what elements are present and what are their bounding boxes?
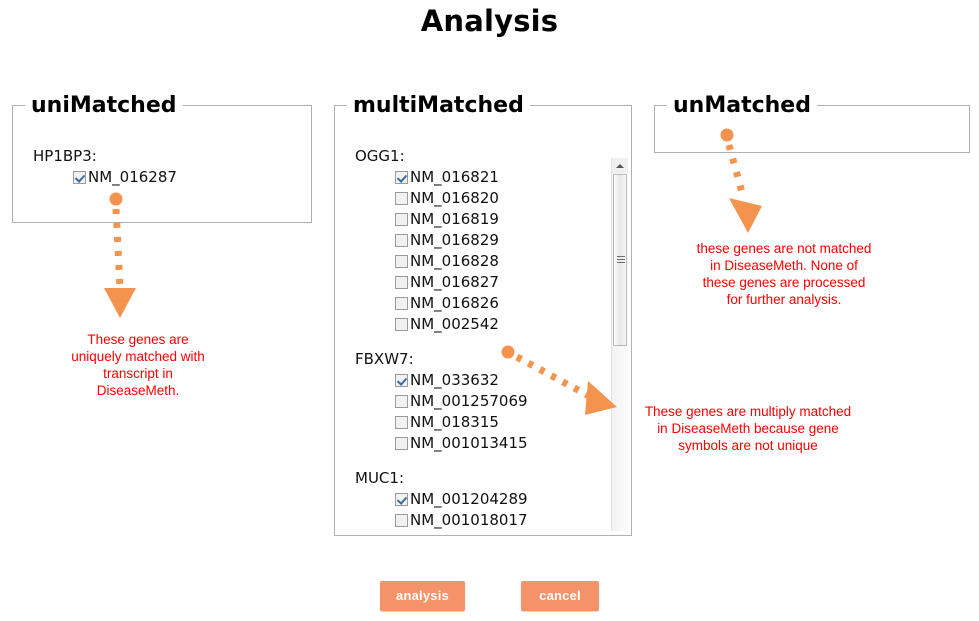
annotation-unimatched: These genes are uniquely matched with tr…	[71, 332, 205, 398]
gene-group: HP1BP3: NM_016287	[13, 146, 177, 188]
transcript-checkbox[interactable]	[395, 276, 408, 289]
gene-symbol: FBXW7:	[355, 350, 414, 368]
transcript-label: NM_001013415	[410, 434, 528, 452]
transcript-label: NM_016820	[410, 189, 499, 207]
transcript-checkbox[interactable]	[395, 171, 408, 184]
transcript-checkbox[interactable]	[395, 297, 408, 310]
gene-symbol: OGG1:	[355, 147, 405, 165]
transcript-row[interactable]: NM_016827	[335, 272, 528, 293]
panel-unmatched: unMatched	[654, 93, 970, 153]
transcript-checkbox[interactable]	[395, 514, 408, 527]
transcript-row[interactable]: NM_001018017	[335, 510, 528, 531]
transcript-label: NM_016287	[88, 168, 177, 186]
transcript-checkbox[interactable]	[73, 171, 86, 184]
transcript-label: NM_033632	[410, 371, 499, 389]
transcript-row[interactable]: NM_016287	[13, 167, 177, 188]
scroll-up-arrow-icon[interactable]	[612, 158, 628, 173]
transcript-row[interactable]: NM_001013415	[335, 433, 528, 454]
multimatched-gene-list: OGG1: NM_016821 NM_016820 NM_016819 NM_0…	[335, 118, 528, 535]
transcript-label: NM_001018017	[410, 511, 528, 529]
panel-multimatched-legend: multiMatched	[353, 93, 524, 118]
multimatched-scrollbar[interactable]	[611, 158, 628, 531]
panel-multimatched: multiMatched OGG1: NM_016821 NM_016820 N…	[334, 93, 632, 536]
transcript-checkbox[interactable]	[395, 192, 408, 205]
transcript-row[interactable]: NM_002542	[335, 314, 528, 335]
gene-symbol: MUC1:	[355, 469, 404, 487]
transcript-checkbox[interactable]	[395, 318, 408, 331]
transcript-row[interactable]: NM_001257069	[335, 391, 528, 412]
transcript-label: NM_016827	[410, 273, 499, 291]
annotation-unmatched: these genes are not matched in DiseaseMe…	[696, 241, 872, 307]
panel-unmatched-legend: unMatched	[673, 93, 811, 118]
transcript-checkbox[interactable]	[395, 493, 408, 506]
transcript-row[interactable]: NM_016828	[335, 251, 528, 272]
transcript-label: NM_016826	[410, 294, 499, 312]
panel-unimatched: uniMatched HP1BP3: NM_016287	[12, 93, 312, 223]
transcript-checkbox[interactable]	[395, 395, 408, 408]
page-title: Analysis	[420, 4, 559, 38]
gene-group: MUC1: NM_001204289 NM_001018017	[335, 468, 528, 531]
transcript-label: NM_018315	[410, 413, 499, 431]
transcript-checkbox[interactable]	[395, 437, 408, 450]
transcript-row[interactable]: NM_016826	[335, 293, 528, 314]
panel-unmatched-body	[655, 118, 969, 152]
transcript-checkbox[interactable]	[395, 213, 408, 226]
transcript-row[interactable]: NM_016819	[335, 209, 528, 230]
panel-unimatched-legend: uniMatched	[31, 93, 177, 118]
transcript-label: NM_002542	[410, 315, 499, 333]
transcript-row[interactable]: NM_016820	[335, 188, 528, 209]
transcript-checkbox[interactable]	[395, 374, 408, 387]
transcript-row[interactable]: NM_001204289	[335, 489, 528, 510]
annotation-multimatched: These genes are multiply matched in Dise…	[644, 404, 852, 453]
transcript-label: NM_016819	[410, 210, 499, 228]
transcript-row[interactable]: NM_016821	[335, 167, 528, 188]
transcript-row[interactable]: NM_018315	[335, 412, 528, 433]
gene-symbol: HP1BP3:	[33, 147, 97, 165]
unimatched-gene-list: HP1BP3: NM_016287	[13, 118, 177, 202]
transcript-checkbox[interactable]	[395, 255, 408, 268]
panel-multimatched-body: OGG1: NM_016821 NM_016820 NM_016819 NM_0…	[335, 118, 631, 535]
transcript-checkbox[interactable]	[395, 416, 408, 429]
transcript-label: NM_016829	[410, 231, 499, 249]
cancel-button[interactable]: cancel	[521, 581, 599, 611]
transcript-checkbox[interactable]	[395, 234, 408, 247]
transcript-label: NM_016821	[410, 168, 499, 186]
scrollbar-grip-icon	[617, 256, 625, 264]
transcript-row[interactable]: NM_016829	[335, 230, 528, 251]
button-bar: analysis cancel	[0, 581, 979, 611]
panel-unimatched-body: HP1BP3: NM_016287	[13, 118, 311, 222]
transcript-label: NM_001257069	[410, 392, 528, 410]
scrollbar-thumb[interactable]	[613, 174, 627, 346]
gene-group: FBXW7: NM_033632 NM_001257069 NM_018315 …	[335, 349, 528, 454]
transcript-label: NM_016828	[410, 252, 499, 270]
gene-group: OGG1: NM_016821 NM_016820 NM_016819 NM_0…	[335, 146, 528, 335]
transcript-label: NM_001204289	[410, 490, 528, 508]
analysis-button[interactable]: analysis	[380, 581, 465, 611]
transcript-row[interactable]: NM_033632	[335, 370, 528, 391]
